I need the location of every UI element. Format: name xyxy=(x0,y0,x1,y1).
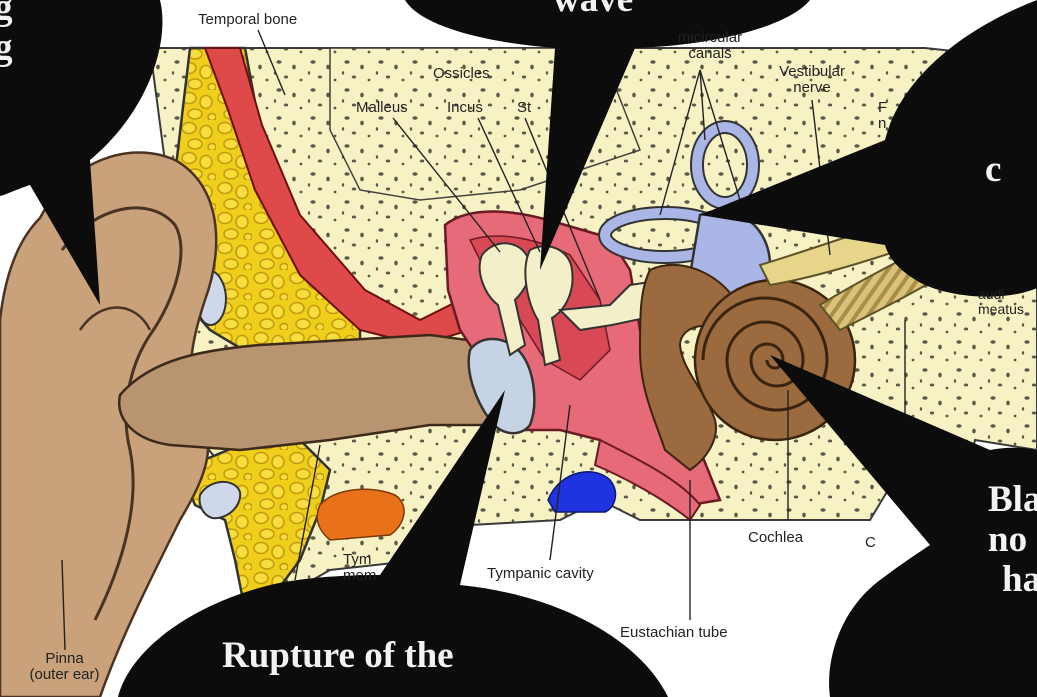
callout-top-left-line1: g xyxy=(0,0,13,28)
label-auditory-meatus: audi meatus xyxy=(978,287,1024,316)
callout-top-left-text: g g xyxy=(0,0,13,68)
callout-top-center-text: wave xyxy=(553,0,633,20)
label-facial-line1: F xyxy=(878,100,887,116)
callout-right-lower-line1: Bla xyxy=(988,480,1037,520)
label-semicircular-canals: micircular canals xyxy=(660,30,760,62)
callout-bottom-text: Rupture of the xyxy=(222,636,454,676)
label-semicircular-line1: micircular xyxy=(660,30,760,46)
label-vestibular-line2: nerve xyxy=(762,80,862,96)
label-auditory-line2: meatus xyxy=(978,302,1024,317)
label-facial-line2: n xyxy=(878,116,887,132)
label-tympanic-cavity: Tympanic cavity xyxy=(487,566,594,582)
label-stapes: St xyxy=(517,100,531,116)
callout-right-lower-line2: no xyxy=(988,520,1037,560)
label-auditory-line1: audi xyxy=(978,287,1024,302)
callout-right-lower-text: Bla no ha xyxy=(988,480,1037,600)
label-tympanic-membrane-line1: Tym xyxy=(343,552,376,568)
label-pinna: Pinna (outer ear) xyxy=(22,651,107,683)
callout-right-upper-text: c xyxy=(985,150,1001,190)
parotid-structure xyxy=(317,489,404,540)
label-facial-nerve-partial: F n xyxy=(878,100,887,132)
label-tympanic-membrane-line2: mem xyxy=(343,568,376,584)
label-pinna-line2: (outer ear) xyxy=(22,667,107,683)
label-pinna-line1: Pinna xyxy=(22,651,107,667)
label-vestibular-line1: Vestibular xyxy=(762,64,862,80)
callout-top-left-line2: g xyxy=(0,28,13,68)
label-semicircular-line2: canals xyxy=(660,46,760,62)
label-ossicles: Ossicles xyxy=(433,66,490,82)
label-malleus: Malleus xyxy=(356,100,408,116)
label-temporal-bone: Temporal bone xyxy=(198,12,297,28)
label-cochlear-nerve-partial: C xyxy=(865,535,876,551)
label-incus: Incus xyxy=(447,100,483,116)
callout-right-lower-line3: ha xyxy=(988,560,1037,600)
label-eustachian-tube: Eustachian tube xyxy=(620,625,728,641)
label-vestibular-nerve: Vestibular nerve xyxy=(762,64,862,96)
label-cochlea: Cochlea xyxy=(748,530,803,546)
label-tympanic-membrane: Tym mem xyxy=(343,552,376,584)
